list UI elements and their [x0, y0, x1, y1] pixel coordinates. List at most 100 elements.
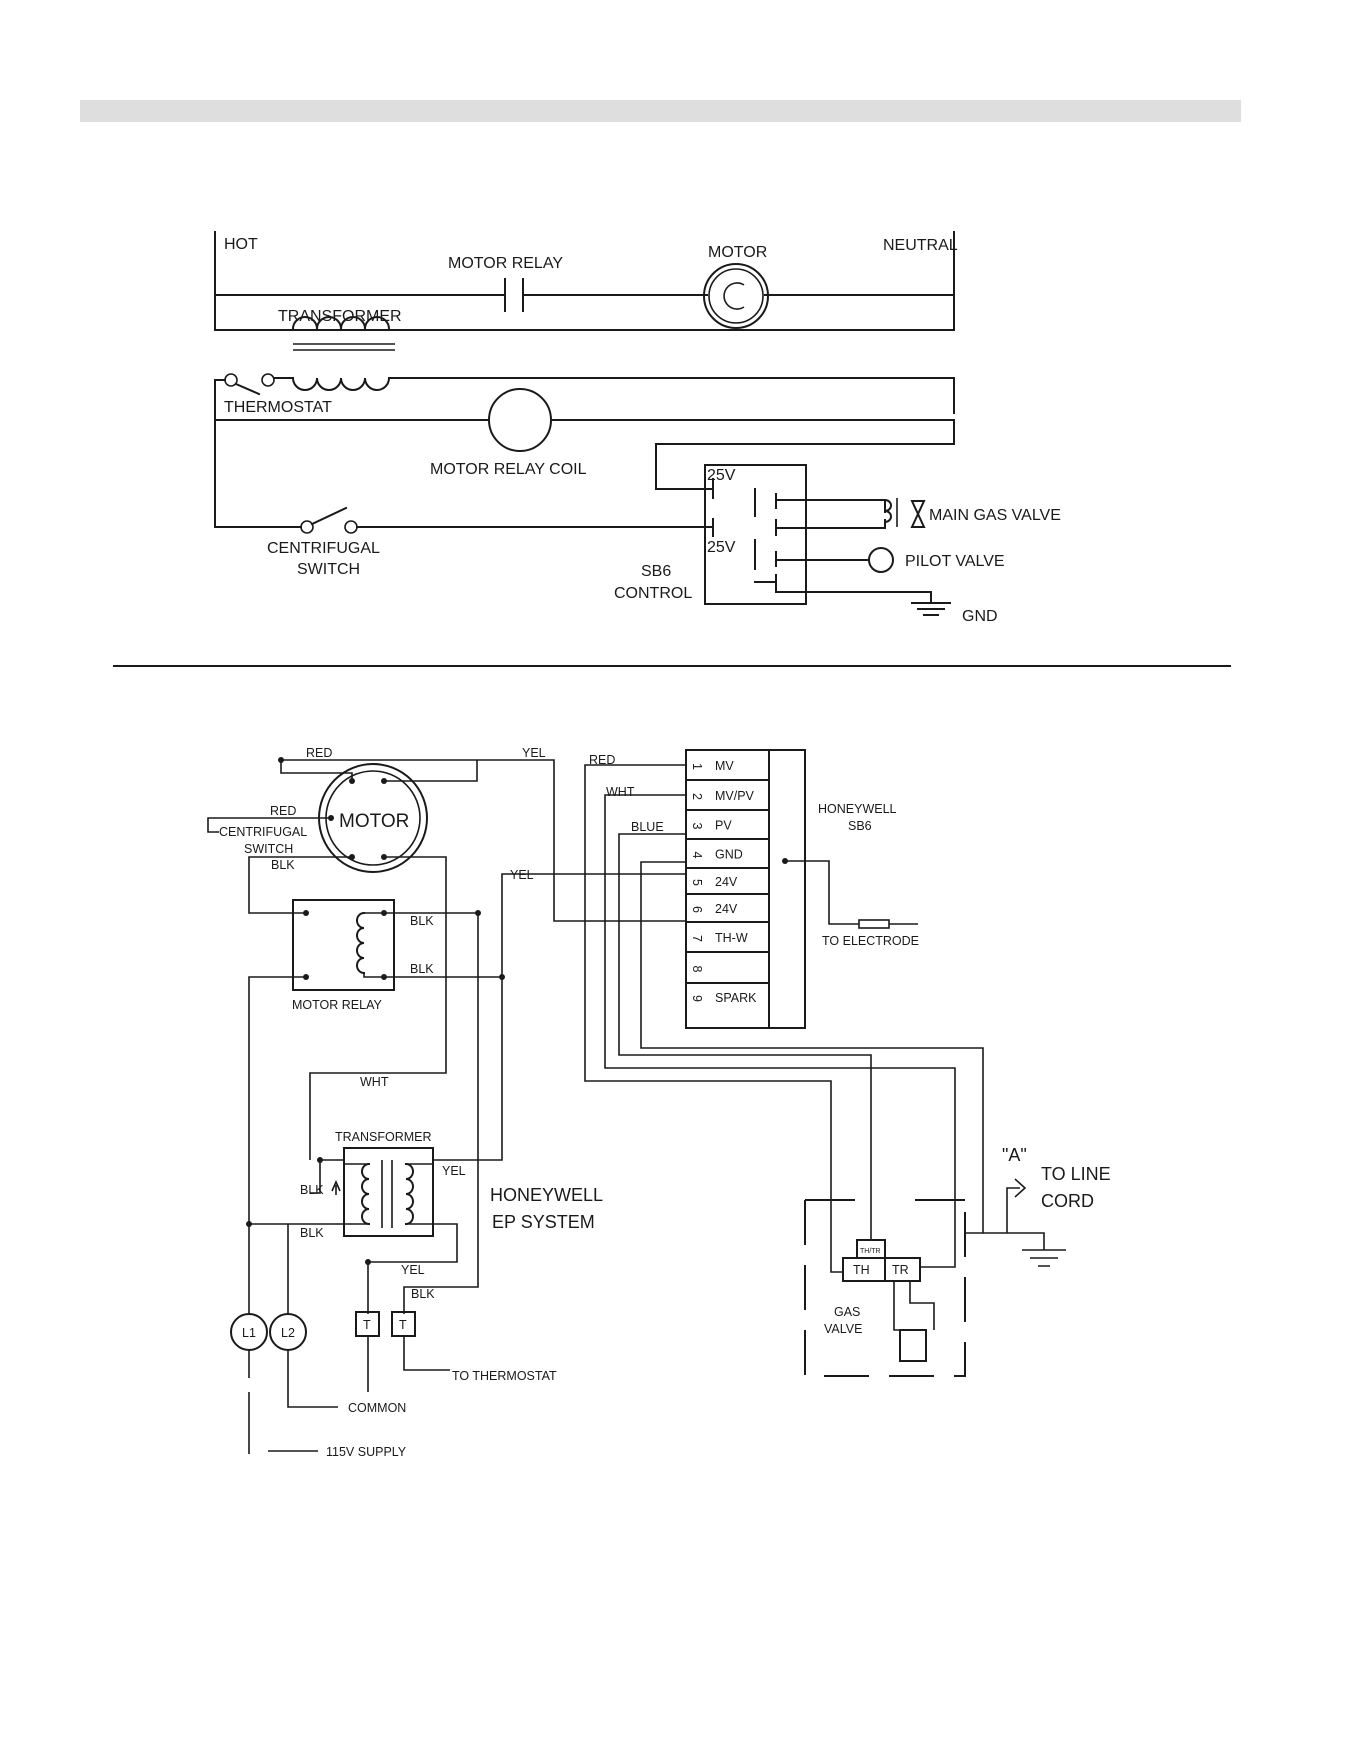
motor-relay-box	[292, 899, 395, 991]
red-sb6-wire	[584, 764, 843, 1273]
sb6-terminal-number: 6	[690, 906, 704, 913]
transformer-core	[381, 1160, 393, 1228]
l1-label: L1	[242, 1326, 256, 1340]
line-cord-arrow	[1006, 1178, 1027, 1233]
neutral-label: NEUTRAL	[883, 237, 958, 254]
wht-sb6-label: WHT	[606, 785, 635, 799]
yel-top-wire	[384, 759, 686, 922]
sb6-terminal-label: 24V	[715, 902, 738, 916]
electrode-wire	[785, 860, 859, 925]
t-terminal-leads	[367, 1336, 450, 1392]
common-wire	[287, 1350, 338, 1408]
ladder-diagram: HOT NEUTRAL MOTOR RELAY MOTOR TRANSF	[214, 231, 1061, 625]
gnd-sb6-wire	[640, 861, 984, 1234]
sb6-output-wires	[775, 499, 932, 593]
sb6-terminal-number: 3	[690, 823, 704, 830]
blk-tr-label-1: BLK	[300, 1183, 324, 1197]
motor-relay-coil-symbol	[356, 911, 366, 975]
electrode-plug	[858, 919, 890, 929]
connection-diagram: MOTOR RED YEL RED CENTRIFUGAL SWITCH BLK…	[207, 746, 1111, 1459]
sb6-terminal-number: 2	[690, 793, 704, 800]
common-label: COMMON	[348, 1401, 406, 1415]
transformer-symbol	[291, 316, 395, 391]
thermostat-blade	[234, 382, 261, 396]
l2-label: L2	[281, 1326, 295, 1340]
centrifugal-contact-right	[344, 520, 358, 534]
thermostat-contact-right	[261, 373, 275, 387]
centrifugal-switch-label-1: CENTRIFUGAL	[267, 540, 380, 557]
relay-l1-wire	[248, 976, 306, 1314]
motor-label: MOTOR	[708, 244, 767, 261]
blk-lower-label: BLK	[411, 1287, 435, 1301]
sb6-control-box	[704, 464, 807, 605]
blk-tr-wire-1	[310, 1160, 321, 1194]
sb6-feed-wire	[655, 443, 955, 490]
motor-label: MOTOR	[339, 811, 409, 832]
centrifugal-contact-left	[300, 520, 314, 534]
sb6-label-2: CONTROL	[614, 585, 692, 602]
sb6-terminal-number: 4	[690, 852, 704, 859]
centrifugal-blade	[310, 506, 348, 526]
motor-symbol	[703, 263, 769, 329]
gnd-label: GND	[962, 608, 998, 625]
sb6-terminal-number: 8	[690, 966, 704, 973]
blk-motor-label: BLK	[271, 858, 295, 872]
sb6-terminal-label: GND	[715, 848, 743, 862]
transformer-secondary	[404, 1162, 414, 1226]
header-band	[80, 100, 1241, 122]
to-electrode-label: TO ELECTRODE	[822, 934, 919, 948]
gas-valve-outline	[804, 1200, 966, 1377]
yel-lower-wire-a	[367, 1223, 458, 1314]
main-gas-valve-label: MAIN GAS VALVE	[929, 507, 1061, 524]
transformer-box	[343, 1147, 434, 1237]
motor-relay-coil-label: MOTOR RELAY COIL	[430, 461, 587, 478]
sb6-terminal-number: 9	[690, 995, 704, 1002]
honeywell-sb6-label-2: SB6	[848, 819, 872, 833]
centrifugal-label-1: CENTRIFUGAL	[219, 825, 307, 839]
line-cord-label-1: TO LINE	[1041, 1164, 1111, 1184]
sb6-terminal-label: MV/PV	[715, 789, 755, 803]
red-top-wire	[280, 759, 477, 781]
motor-relay-coil-leads	[363, 912, 384, 978]
yel-mid-label: YEL	[510, 868, 534, 882]
sb6-terminal-label: 24V	[715, 875, 738, 889]
gas-valve-label-1: GAS	[834, 1305, 860, 1319]
centrifugal-switch-label-2: SWITCH	[297, 561, 360, 578]
transformer-label: TRANSFORMER	[335, 1130, 432, 1144]
red-top-label: RED	[306, 746, 332, 760]
transformer-primary	[361, 1162, 371, 1226]
tr-label: TR	[892, 1263, 909, 1277]
ground-symbol	[911, 591, 951, 616]
sb6-terminal-label: SPARK	[715, 991, 757, 1005]
line-cord-label-2: CORD	[1041, 1191, 1094, 1211]
transformer-leads	[344, 1163, 433, 1225]
a-mark-label: "A"	[1002, 1145, 1027, 1165]
yel-mid-wire	[433, 873, 686, 1161]
sb6-terminal-number: 5	[690, 879, 704, 886]
wht-label: WHT	[360, 1075, 389, 1089]
sb6-terminal-label: MV	[715, 759, 734, 773]
main-gas-valve-coil	[883, 498, 892, 524]
wht-wire	[309, 856, 447, 1160]
thermostat-label: THERMOSTAT	[224, 399, 332, 416]
motor-relay-label: MOTOR RELAY	[292, 998, 382, 1012]
hot-label: HOT	[224, 236, 258, 253]
honeywell-ep-label-1: HONEYWELL	[490, 1185, 603, 1205]
gas-valve-label-2: VALVE	[824, 1322, 862, 1336]
motor-relay-contact-symbol	[504, 278, 524, 312]
red-left-label: RED	[270, 804, 296, 818]
line-cord-ground	[983, 1232, 1066, 1267]
transformer-label: TRANSFORMER	[278, 308, 402, 325]
secondary-wire-top	[214, 377, 955, 414]
blk-relay-label-2: BLK	[410, 962, 434, 976]
t-label-2: T	[399, 1318, 407, 1332]
sb6-internal-wiring	[754, 488, 777, 583]
sb6-housing	[685, 749, 806, 1029]
blk-relay-label-1: BLK	[410, 914, 434, 928]
transformer-tap-arrow	[320, 1159, 344, 1195]
centrifugal-switch-wire	[207, 817, 331, 833]
wht-sb6-wire	[604, 794, 956, 1268]
